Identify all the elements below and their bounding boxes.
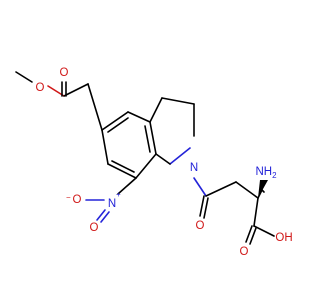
bond-five-ring-4 bbox=[169, 147, 191, 165]
bond-ring-nitro bbox=[117, 177, 137, 195]
atom-ester-carbonyl-o: O bbox=[60, 67, 69, 79]
molecule-svg: O O N N + O − O O NH2 OH O bbox=[15, 67, 293, 258]
bond-nitro-o-double-2 bbox=[100, 211, 110, 223]
bond-ring-b bbox=[127, 111, 151, 123]
bond-ring-f bbox=[101, 129, 109, 165]
bond-acid-c-o-1 bbox=[245, 225, 253, 243]
bond-ch2-ch2 bbox=[235, 181, 259, 199]
bond-ring-d bbox=[135, 153, 157, 179]
molecule-structure: O O N N + O − O O NH2 OH O bbox=[15, 67, 293, 258]
bond-amide-c-o-1 bbox=[199, 195, 205, 217]
bond-ch2-ring bbox=[87, 83, 103, 131]
atom-acid-carbonyl-o: O bbox=[240, 246, 249, 258]
bond-five-ring-1 bbox=[149, 97, 163, 123]
atom-nitro-o-double: O bbox=[90, 222, 99, 234]
bond-ester-c-ch2 bbox=[63, 83, 89, 97]
charge-nitro-o: − bbox=[66, 193, 71, 202]
bond-ring-a bbox=[101, 111, 129, 131]
atom-methoxy-o: O bbox=[36, 82, 45, 94]
atom-nitro-o-single: O bbox=[73, 194, 82, 206]
atom-ring-n: N bbox=[190, 162, 198, 174]
atom-acid-oh: OH bbox=[275, 232, 292, 244]
charge-nitro-n: + bbox=[116, 190, 121, 199]
bond-five-ring-5 bbox=[155, 153, 171, 165]
bond-alpha-acid-c bbox=[253, 197, 259, 227]
bond-methyl-o bbox=[15, 71, 33, 83]
bond-ring-a-inner bbox=[107, 117, 129, 133]
wedge-alpha-nh2 bbox=[258, 180, 268, 198]
atom-amine: NH2 bbox=[255, 166, 277, 180]
bond-ring-c bbox=[149, 121, 157, 155]
bond-ring-e-inner bbox=[111, 160, 135, 173]
bond-ring-e bbox=[107, 163, 137, 179]
atom-amide-o: O bbox=[196, 220, 205, 232]
bond-n-amide-c bbox=[193, 177, 207, 197]
bond-five-ring-2 bbox=[161, 97, 195, 105]
bond-ring-c-inner bbox=[144, 125, 151, 153]
bond-amide-c-ch2 bbox=[205, 181, 237, 197]
bond-amide-c-o-2 bbox=[203, 197, 209, 219]
bond-acid-c-oh bbox=[253, 225, 275, 237]
atom-nitro-n: N bbox=[108, 198, 116, 210]
bond-alpha-n bbox=[261, 189, 265, 193]
bond-acid-c-o-2 bbox=[249, 227, 257, 245]
bond-nitro-o-double-1 bbox=[96, 209, 106, 221]
